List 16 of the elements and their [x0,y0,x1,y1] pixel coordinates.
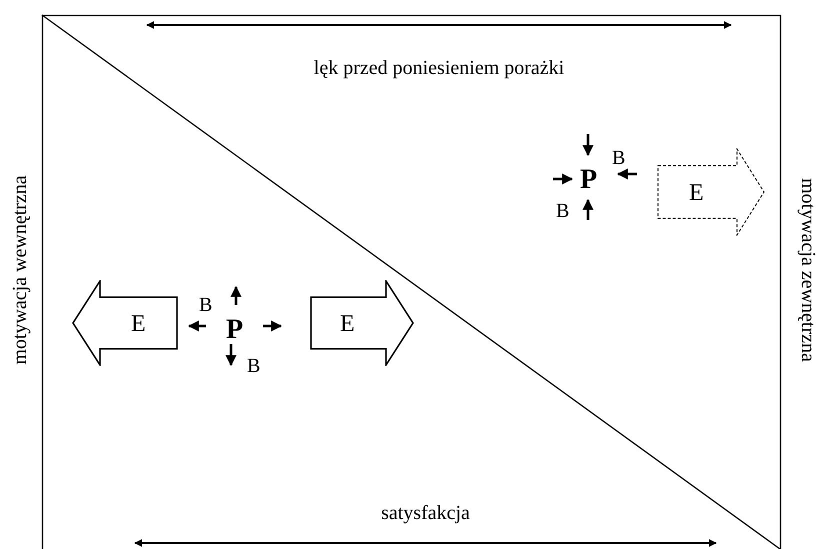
node-text: E [131,312,146,336]
letter-label: P [580,166,598,194]
block-arrow [72,280,178,366]
block-arrow [310,280,414,366]
letter-label: B [612,148,626,168]
node-text: E [689,181,704,205]
letter-label: B [247,356,260,376]
axis-label: motywacja wewnętrzna [10,175,30,365]
axis-label: motywacja zewnętrzna [798,178,818,362]
letter-label: B [556,201,570,221]
axis-label: satysfakcja [380,503,471,523]
node-text: E [340,312,355,336]
letter-label: P [226,316,244,344]
block-arrow [657,148,765,236]
axis-label: lęk przed poniesieniem porażki [312,58,566,78]
letter-label: B [199,295,212,315]
